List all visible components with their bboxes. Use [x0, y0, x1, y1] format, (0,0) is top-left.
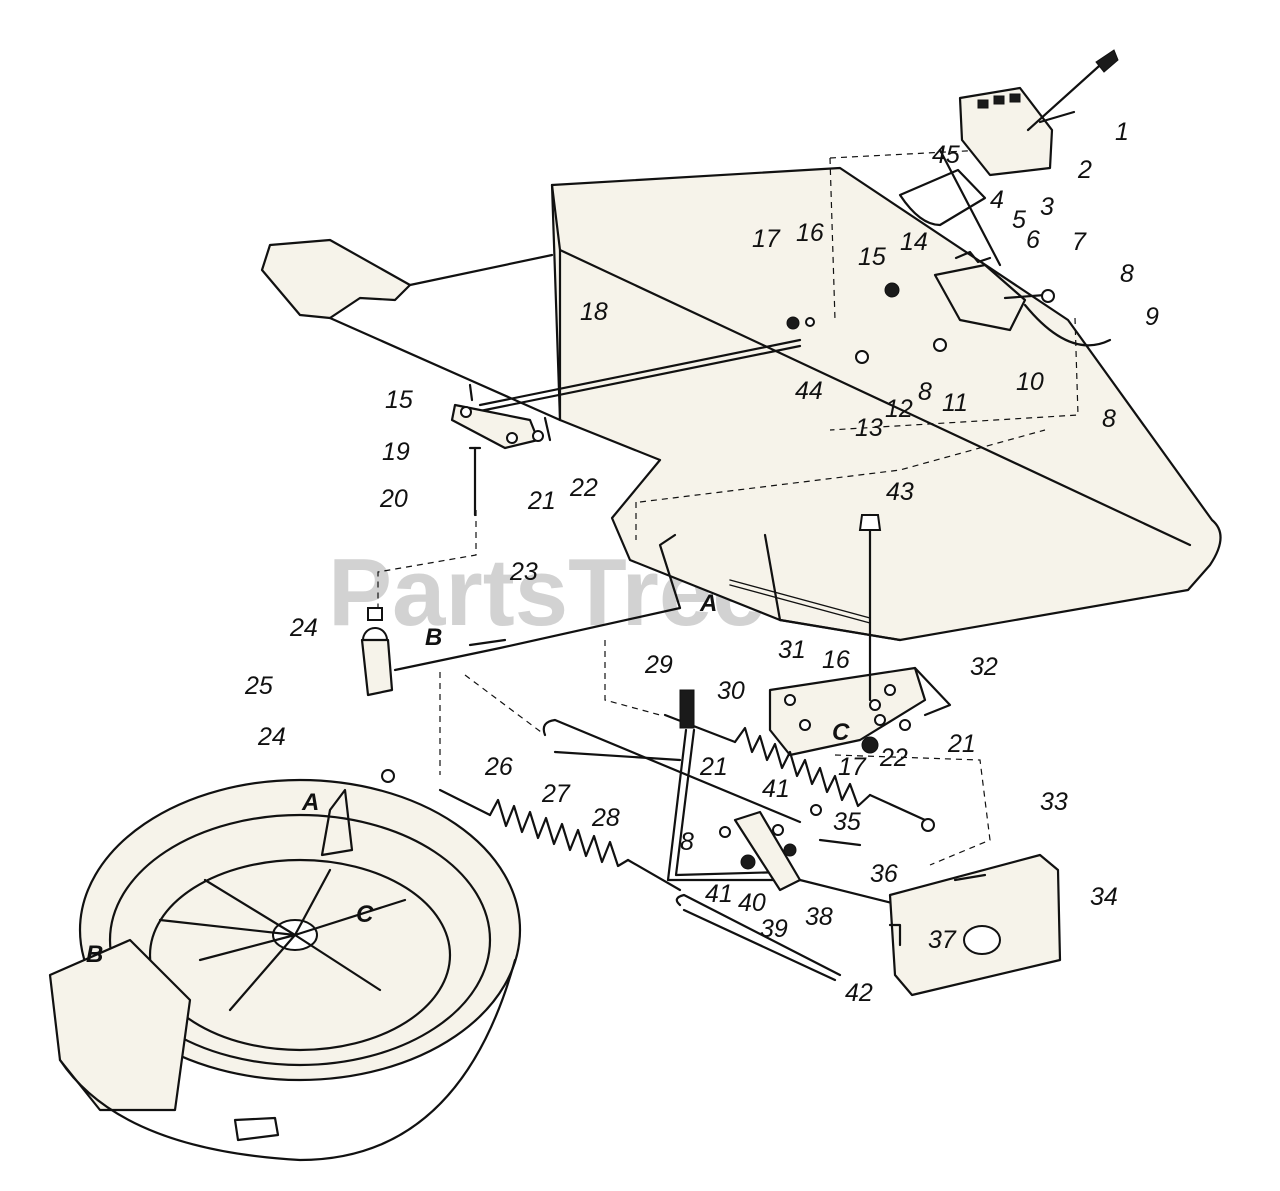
- part-label-40: 40: [738, 889, 766, 917]
- part-label-22-lower: 22: [879, 744, 908, 772]
- rod-27: [542, 718, 802, 824]
- spring-26: [438, 788, 682, 892]
- ref-label-c-bracket: C: [832, 719, 850, 746]
- part-label-27: 27: [541, 780, 571, 808]
- part-label-44: 44: [795, 377, 823, 405]
- frame-pan: [260, 166, 1222, 642]
- part-label-39: 39: [760, 915, 788, 943]
- dashed-leader-lines: [377, 149, 1079, 866]
- lever-28-29: [666, 689, 902, 907]
- part-label-3: 3: [1040, 193, 1054, 221]
- ref-label-a-pulley: A: [301, 789, 319, 816]
- part-label-12: 12: [885, 395, 913, 423]
- part-label-4: 4: [990, 186, 1004, 214]
- part-label-5: 5: [1012, 206, 1026, 234]
- part-label-24-upper: 24: [289, 614, 318, 642]
- part-label-14: 14: [900, 228, 928, 256]
- part-label-9: 9: [1145, 303, 1159, 331]
- rod-42: [675, 893, 842, 982]
- part-label-21-right: 21: [947, 730, 976, 758]
- shift-lever-assembly: [898, 49, 1119, 347]
- part-label-23: 23: [509, 558, 538, 586]
- part-label-13: 13: [855, 414, 883, 442]
- ref-label-b-pulley: B: [86, 941, 103, 968]
- part-label-43: 43: [886, 478, 914, 506]
- part-label-17: 17: [752, 225, 781, 253]
- part-label-26: 26: [484, 753, 513, 781]
- part-label-10: 10: [1016, 368, 1044, 396]
- part-label-22: 22: [569, 474, 598, 502]
- part-label-16: 16: [796, 219, 824, 247]
- part-label-2: 2: [1077, 156, 1092, 184]
- part-label-35: 35: [833, 808, 861, 836]
- part-label-41-lower: 41: [705, 880, 733, 908]
- part-label-38: 38: [805, 903, 833, 931]
- part-label-6: 6: [1026, 226, 1040, 254]
- control-rod-18: [478, 282, 947, 413]
- spring-30: [663, 713, 935, 832]
- part-label-29: 29: [644, 651, 673, 679]
- part-label-31: 31: [778, 636, 806, 664]
- part-label-25: 25: [244, 672, 273, 700]
- part-label-30: 30: [717, 677, 745, 705]
- part-label-33: 33: [1040, 788, 1068, 816]
- part-label-1: 1: [1115, 118, 1129, 146]
- part-label-8-lower: 8: [680, 828, 694, 856]
- part-label-17-lower: 17: [838, 753, 867, 781]
- ref-label-c-pulley: C: [356, 901, 374, 928]
- part-label-20: 20: [379, 485, 408, 513]
- part-label-28: 28: [591, 804, 620, 832]
- part-label-21-lower: 21: [699, 753, 728, 781]
- bracket-31-32: [729, 513, 952, 757]
- part-label-24-lower: 24: [257, 723, 286, 751]
- bellcrank-19: [450, 383, 552, 517]
- part-label-34: 34: [1090, 883, 1118, 911]
- ref-label-b-rod: B: [425, 624, 442, 651]
- part-label-19: 19: [382, 438, 410, 466]
- part-label-41-upper: 41: [762, 775, 790, 803]
- part-label-18: 18: [580, 298, 608, 326]
- part-label-32: 32: [970, 653, 998, 681]
- part-label-15-left: 15: [385, 386, 413, 414]
- part-label-36: 36: [870, 860, 898, 888]
- part-label-8-center: 8: [918, 378, 932, 406]
- part-label-8-upper: 8: [1120, 260, 1134, 288]
- drive-pulley: [48, 769, 522, 1162]
- part-label-42: 42: [845, 979, 873, 1007]
- part-label-37: 37: [928, 926, 957, 954]
- part-label-16-lower: 16: [822, 646, 850, 674]
- part-label-45: 45: [932, 141, 960, 169]
- reference-letters: A B C A C B: [86, 590, 850, 968]
- part-number-labels: 1 2 3 45 4 5 6 7 14 17 16 15 8 9 8 18 10…: [244, 118, 1159, 1007]
- ref-label-a-rod: A: [699, 590, 717, 617]
- rod-23: [360, 533, 682, 697]
- part-label-8-right: 8: [1102, 405, 1116, 433]
- part-label-7: 7: [1072, 228, 1087, 256]
- part-label-11: 11: [942, 389, 968, 417]
- part-label-15: 15: [858, 243, 886, 271]
- bracket-34: [888, 853, 1062, 997]
- part-label-21: 21: [527, 487, 556, 515]
